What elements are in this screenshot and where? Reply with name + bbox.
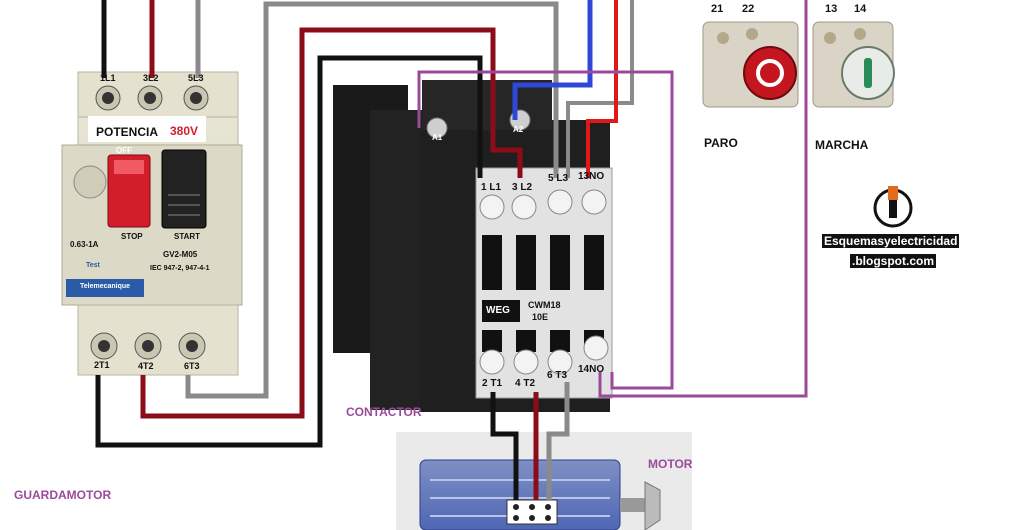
- gm-stop-label: STOP: [121, 232, 143, 241]
- logo-line1: Esquemasyelectricidad: [822, 234, 960, 248]
- guardamotor-brand-plate: [66, 279, 144, 297]
- gm-terminal-2t1: 2T1: [94, 360, 110, 370]
- ct-terminal-5l3: 5 L3: [548, 173, 569, 184]
- guardamotor-device: [61, 71, 243, 376]
- marcha-terminal-14: 14: [854, 3, 867, 15]
- wire-bright-red: [586, 0, 618, 178]
- gm-model-label: GV2-M05: [163, 250, 198, 259]
- guardamotor-dial[interactable]: [73, 165, 107, 199]
- ct-terminal-3l2: 3 L2: [512, 182, 533, 193]
- guardamotor-label: GUARDAMOTOR: [14, 488, 112, 502]
- potencia-label: POTENCIA: [96, 125, 159, 139]
- gm-terminal-4t2: 4T2: [138, 361, 154, 371]
- ct-terminal-2t1: 2 T1: [482, 378, 503, 389]
- gm-range-label: 0.63-1A: [70, 240, 99, 249]
- gm-terminal-3l2: 3L2: [143, 73, 159, 83]
- gm-brand-label: Telemecanique: [80, 283, 131, 290]
- contactor-top-screws: [479, 189, 607, 220]
- ct-model-label: CWM18: [528, 300, 561, 310]
- wire-purple: [417, 0, 808, 398]
- wire-gray: [185, 0, 634, 500]
- paro-terminal-21: 21: [711, 3, 724, 15]
- ct-terminal-6t3: 6 T3: [547, 370, 568, 381]
- logo-line2: .blogspot.com: [850, 254, 936, 268]
- motor-device: [396, 432, 692, 530]
- guardamotor-top-screws: [95, 85, 209, 111]
- ct-terminal-a2: A2: [513, 125, 524, 134]
- ct-terminal-a1: A1: [432, 133, 443, 142]
- gm-terminal-6t3: 6T3: [184, 361, 200, 371]
- wire-blue: [512, 0, 593, 120]
- ct-terminal-14no: 14NO: [578, 364, 605, 375]
- paro-pushbutton[interactable]: [702, 21, 799, 108]
- contactor-device: [333, 80, 613, 412]
- voltage-label: 380V: [170, 124, 199, 138]
- contactor-bottom-screws: [479, 335, 609, 375]
- gm-off-label: OFF: [116, 146, 132, 155]
- guardamotor-start-button[interactable]: [161, 149, 207, 229]
- paro-label: PARO: [704, 136, 738, 150]
- paro-terminal-22: 22: [742, 3, 755, 15]
- gm-terminal-1l1: 1L1: [100, 73, 116, 83]
- motor-label: MOTOR: [648, 457, 693, 471]
- gm-start-label: START: [174, 232, 201, 241]
- ct-submodel-label: 10E: [532, 312, 549, 322]
- wire-black: [95, 0, 519, 500]
- marcha-terminal-13: 13: [825, 3, 838, 15]
- ct-brand-label: WEG: [486, 305, 510, 316]
- ct-terminal-1l1: 1 L1: [481, 182, 502, 193]
- gm-test-label: Test: [86, 262, 100, 269]
- plug-power-icon: [873, 186, 913, 228]
- marcha-pushbutton[interactable]: [812, 21, 895, 108]
- gm-terminal-5l3: 5L3: [188, 73, 204, 83]
- marcha-label: MARCHA: [815, 138, 869, 152]
- guardamotor-bottom-screws: [90, 332, 206, 360]
- gm-standard-label: IEC 947-2, 947-4-1: [150, 265, 210, 272]
- wire-red: [140, 0, 539, 500]
- ct-terminal-13no: 13NO: [578, 171, 605, 182]
- ct-terminal-4t2: 4 T2: [515, 378, 536, 389]
- contactor-label: CONTACTOR: [346, 405, 422, 419]
